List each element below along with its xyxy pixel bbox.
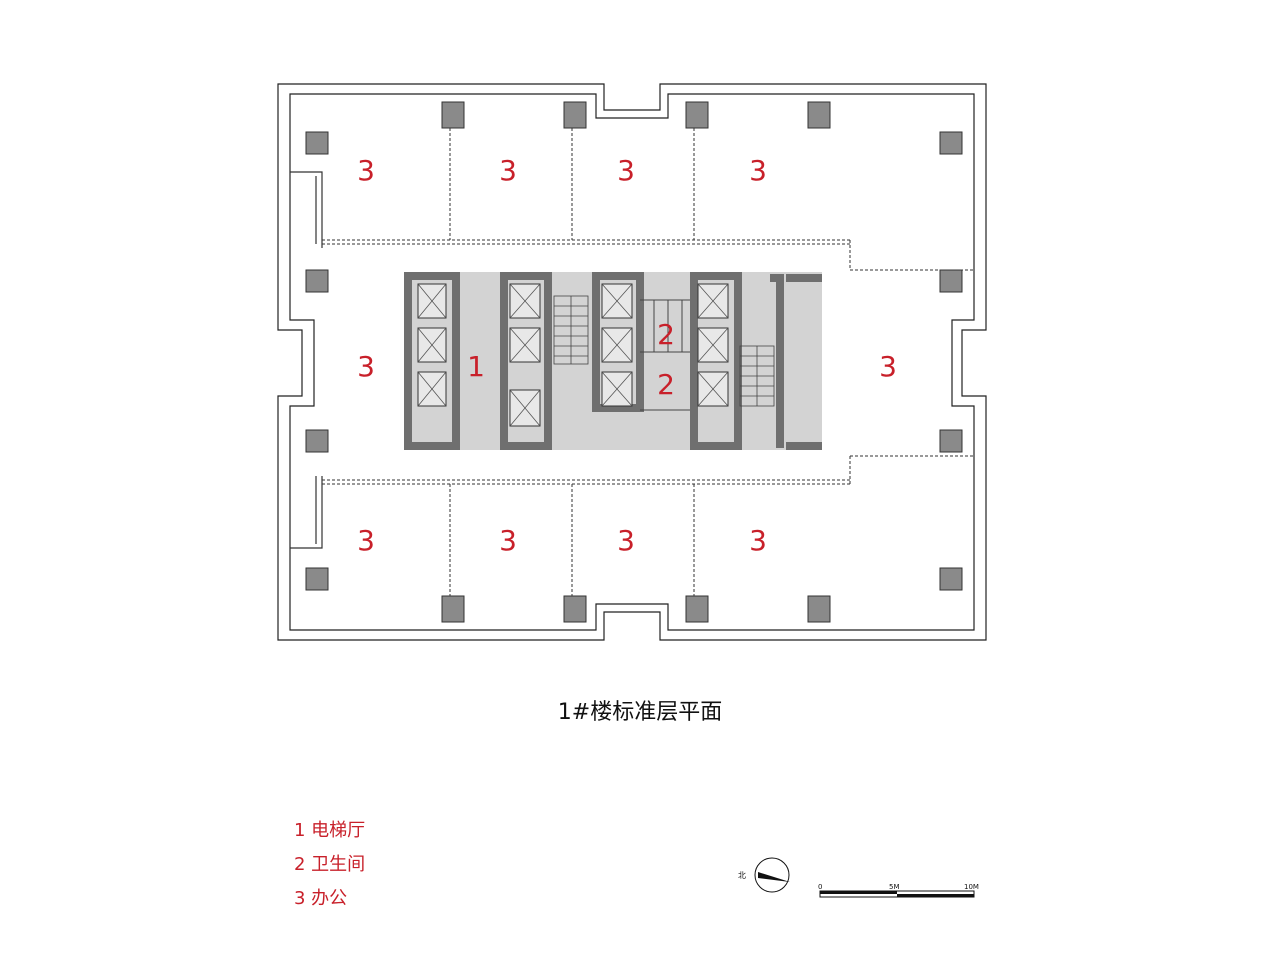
- stairs: [553, 295, 775, 407]
- toilet-partitions: [640, 299, 690, 411]
- scale-tick-label: 10M: [964, 883, 979, 891]
- room-number-office: 3: [617, 524, 635, 557]
- plan-title: 1#楼标准层平面: [557, 700, 723, 725]
- room-number-office: 3: [357, 154, 375, 187]
- room-number-elevator-lobby: 1: [467, 350, 485, 383]
- room-number-office: 3: [879, 350, 897, 383]
- building-outline: [277, 83, 987, 641]
- legend: 1 电梯厅 2 卫生间 3 办公: [294, 814, 365, 916]
- room-number-office: 3: [357, 524, 375, 557]
- corridor-walls: [322, 118, 974, 604]
- scale-tick-label: 5M: [889, 883, 900, 891]
- room-number-office: 3: [749, 154, 767, 187]
- room-number-office: 3: [499, 524, 517, 557]
- elevator-cross-marks: [417, 283, 729, 427]
- core-walls: [404, 272, 822, 450]
- room-number-office: 3: [499, 154, 517, 187]
- legend-item: 2 卫生间: [294, 854, 366, 875]
- room-numbers: 3 3 3 3 3 1 2 2 3 3 3 3 3: [357, 154, 897, 557]
- room-number-office: 3: [617, 154, 635, 187]
- room-number-office: 3: [357, 350, 375, 383]
- room-number-office: 3: [749, 524, 767, 557]
- room-number-restroom: 2: [657, 318, 675, 351]
- legend-item: 1 电梯厅: [294, 820, 366, 841]
- scale-bar: 0 5M 10M: [818, 883, 979, 898]
- north-arrow-label: 北: [738, 871, 746, 880]
- north-arrow: 北: [738, 857, 790, 893]
- side-shafts: [290, 171, 323, 549]
- columns: [305, 101, 963, 623]
- scale-tick-label: 0: [818, 883, 822, 891]
- room-number-restroom: 2: [657, 368, 675, 401]
- legend-item: 3 办公: [294, 888, 348, 909]
